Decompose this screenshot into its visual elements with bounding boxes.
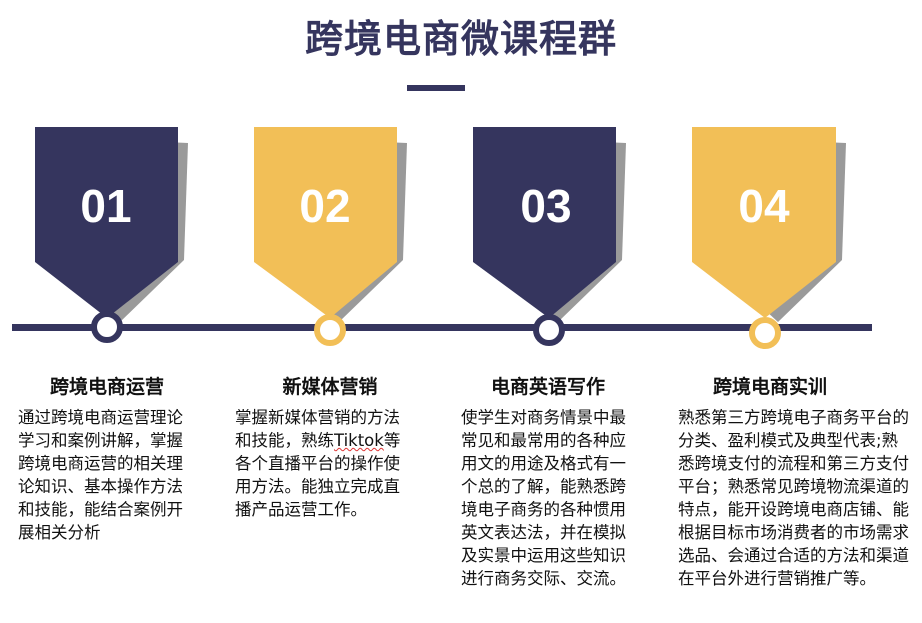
card-number: 02 <box>299 180 350 232</box>
course-title: 跨境电商运营 <box>49 376 164 398</box>
description-term: Tiktok <box>334 431 384 450</box>
card-02: 02 <box>254 127 407 346</box>
card-banner <box>35 127 178 318</box>
description-text: 等各个直播平台的操作使用方法。能独立完成直播产品运营工作。 <box>235 431 401 519</box>
card-number: 03 <box>520 180 571 232</box>
timeline-line <box>12 324 872 331</box>
course-description: 熟悉第三方跨境电子商务平台的分类、盈利模式及典型代表;熟悉跨境支付的流程和第三方… <box>678 408 909 588</box>
course-description: 通过跨境电商运营理论学习和案例讲解，掌握跨境电商运营的相关理论知识、基本操作方法… <box>18 408 183 542</box>
card-03: 03 <box>473 127 626 346</box>
course-description: 掌握新媒体营销的方法和技能，熟练Tiktok等各个直播平台的操作使用方法。能独立… <box>235 406 407 521</box>
timeline-node <box>749 317 781 349</box>
description-text: 掌握新媒体营销的方法和技能，熟练 <box>235 408 400 450</box>
card-banner <box>473 127 616 318</box>
card-banner <box>692 127 836 318</box>
timeline-node <box>91 311 123 343</box>
card-number: 04 <box>738 180 790 232</box>
course-description: 使学生对商务情景中最常见和最常用的各种应用文的用途及格式有一个总的了解，能熟悉跨… <box>461 408 626 588</box>
timeline-node <box>314 314 346 346</box>
card-04: 04 <box>692 127 846 349</box>
page-title: 跨境电商微课程群 <box>304 17 617 61</box>
card-number: 01 <box>80 180 131 232</box>
card-banner <box>254 127 397 318</box>
title-underline <box>407 85 465 91</box>
card-01: 01 <box>35 127 188 343</box>
course-title: 新媒体营销 <box>282 376 378 398</box>
timeline-node <box>533 314 565 346</box>
course-title: 电商英语写作 <box>490 376 605 398</box>
course-title: 跨境电商实训 <box>712 376 827 398</box>
